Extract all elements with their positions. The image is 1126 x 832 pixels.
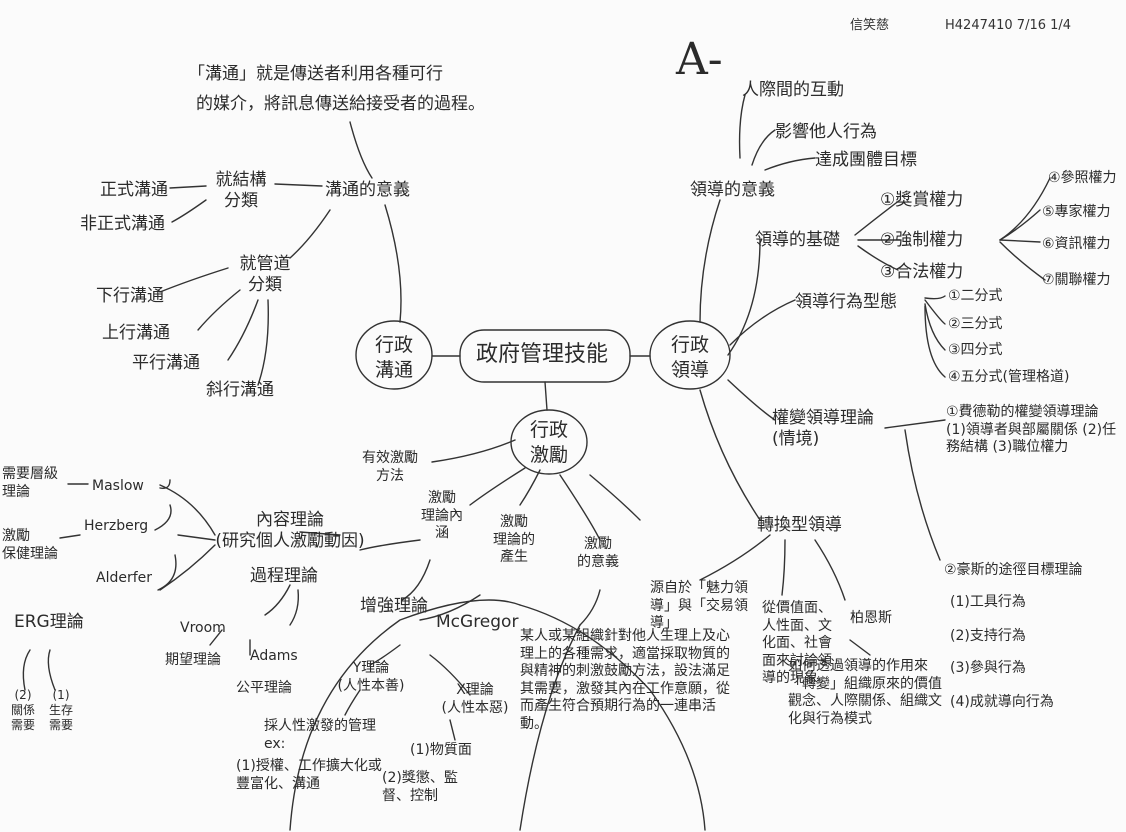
theory-y: Y理論 (人性本善) [337, 660, 405, 694]
student-name: 信笑慈 [850, 18, 890, 33]
communication-by-channel: 就管道 分類 [239, 254, 291, 296]
reward-power: ①獎賞權力 [880, 190, 964, 210]
fiedler-theory: ①費德勒的權變領導理論 (1)領導者與部屬關係 (2)任務結構 (3)職位權力 [946, 404, 1117, 455]
theory-x-practice: (1)物質面 [410, 742, 472, 758]
connection-power: ⑦關聯權力 [1042, 272, 1111, 288]
effective-motivation: 有效激勵 方法 [362, 450, 418, 484]
motivation-theory-connotation: 激勵 理論內 涵 [421, 490, 463, 541]
student-id: H4247410 7/16 1/4 [945, 18, 1072, 33]
maslow-theory: 需要層級 理論 [2, 466, 58, 500]
reinforcement-theory: 增強理論 [360, 596, 428, 616]
center-title: 政府管理技能 [476, 342, 609, 367]
info-power: ⑥資訊權力 [1042, 236, 1111, 252]
coercive-power: ②強制權力 [880, 230, 964, 250]
erg-relatedness: (2) 關係 需要 [10, 688, 35, 732]
motivation-hub: 行政 激勵 [529, 419, 568, 466]
five-style: ④五分式(管理格道) [948, 369, 1070, 385]
house-participative: (3)參與行為 [950, 660, 1026, 676]
downward-communication: 下行溝通 [96, 286, 164, 306]
equity-theory: 公平理論 [236, 680, 292, 696]
formal-communication: 正式溝通 [100, 180, 168, 200]
theory-x: X理論 (人性本惡) [441, 682, 509, 716]
two-style: ①二分式 [948, 288, 1003, 304]
three-style: ②三分式 [948, 316, 1003, 332]
transform-aspects: 從價值面、人性面、文化面、社會面來討論領導的現象。 [762, 600, 832, 686]
leadership-goals: 達成團體目標 [815, 150, 917, 170]
house-theory: ②豪斯的途徑目標理論 [944, 562, 1083, 578]
process-theory: 過程理論 [250, 566, 318, 586]
leadership-hub: 行政 領導 [670, 334, 709, 381]
motivation-meaning-description: 某人或某組織針對他人生理上及心理上的各種需求，適當採取物質的與精神的刺激鼓勵方法… [520, 628, 730, 732]
transform-origin: 源自於「魅力領導」與「交易領導」 [650, 580, 748, 631]
informal-communication: 非正式溝通 [80, 214, 165, 234]
theory-y-examples: (1)授權、工作擴大化或豐富化、溝通 [236, 758, 382, 792]
theory-y-practice: 採人性激發的管理 ex: [264, 718, 376, 752]
diagonal-communication: 斜行溝通 [206, 380, 274, 400]
leadership-interaction: 人際間的互動 [742, 80, 844, 100]
communication-definition-1: 「溝通」就是傳送者利用各種可行 [188, 64, 443, 84]
house-achievement: (4)成就導向行為 [950, 694, 1054, 710]
content-theory: 內容理論 (研究個人激勵動因) [215, 510, 365, 552]
legitimate-power: ③合法權力 [880, 262, 964, 282]
erg-theory: ERG理論 [14, 612, 84, 632]
leadership-basis: 領導的基礎 [755, 230, 840, 250]
burns: 柏恩斯 [850, 610, 892, 626]
motivation-theory-emergence: 激勵 理論的 產生 [493, 514, 535, 565]
communication-hub: 行政 溝通 [374, 334, 413, 381]
theory-x-examples: (2)獎懲、監督、控制 [382, 770, 458, 804]
contingency-theory: 權變領導理論 (情境) [772, 408, 874, 450]
herzberg-theory: 激勵 保健理論 [2, 528, 58, 562]
expert-power: ⑤專家權力 [1042, 204, 1111, 220]
house-instrumental: (1)工具行為 [950, 594, 1026, 610]
communication-by-structure: 就結構 分類 [215, 170, 267, 212]
referent-power: ④參照權力 [1048, 170, 1117, 186]
communication-definition-2: 的媒介，將訊息傳送給接受者的過程。 [196, 94, 485, 114]
transformational-leadership: 轉換型領導 [757, 515, 842, 535]
herzberg: Herzberg [84, 518, 149, 534]
leadership-hub-border [649, 320, 731, 390]
adams: Adams [250, 648, 298, 664]
burns-description: 如何透過領導的作用來「轉變」組織原來的價值觀念、人際關係、組織文化與行為模式 [788, 658, 942, 727]
grade-mark: A- [676, 34, 723, 85]
leadership-influence: 影響他人行為 [775, 122, 877, 142]
maslow: Maslow [92, 478, 144, 494]
leadership-meaning: 領導的意義 [690, 180, 775, 200]
lateral-communication: 平行溝通 [132, 353, 200, 373]
motivation-meaning: 激勵 的意義 [577, 536, 619, 570]
four-style: ③四分式 [948, 342, 1003, 358]
leadership-behavior: 領導行為型態 [795, 292, 897, 312]
alderfer: Alderfer [96, 570, 153, 586]
upward-communication: 上行溝通 [102, 323, 170, 343]
erg-existence: (1) 生存 需要 [48, 688, 73, 732]
communication-meaning: 溝通的意義 [325, 180, 410, 200]
expectancy-theory: 期望理論 [165, 652, 221, 668]
communication-hub-border [355, 320, 433, 390]
house-supportive: (2)支持行為 [950, 628, 1026, 644]
mcgregor: McGregor [436, 612, 519, 632]
vroom: Vroom [180, 620, 226, 636]
